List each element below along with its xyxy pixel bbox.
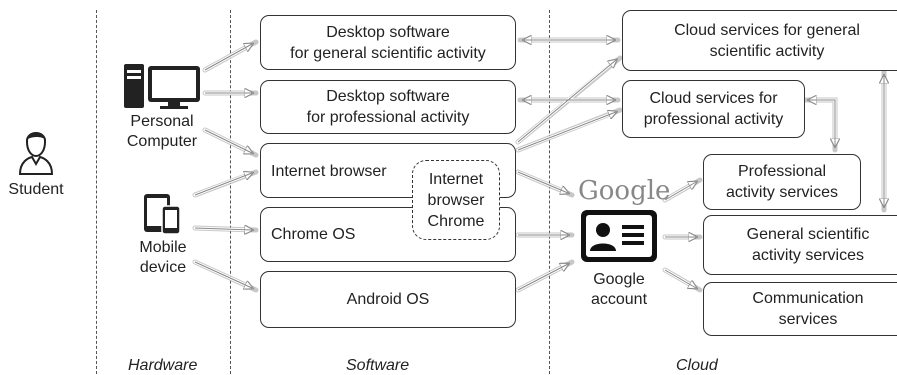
android-os-box: Android OS: [260, 271, 516, 328]
google-logo-text: Google: [578, 176, 671, 206]
professional-activity-services-box: Professional activity services: [703, 154, 861, 210]
google-logo: Google: [578, 176, 671, 206]
internet-browser-label: Internet browser: [271, 163, 387, 180]
divider-hardware-software: [230, 10, 231, 374]
student-icon: [18, 124, 54, 176]
divider-actor-hardware: [96, 10, 97, 374]
divider-software-cloud: [549, 10, 550, 374]
general-scientific-services-box: General scientific activity services: [703, 215, 897, 275]
desktop-software-professional-box: Desktop software for professional activi…: [260, 80, 516, 134]
mobile-device-label: Mobile device: [139, 239, 187, 276]
cloud-professional-box: Cloud services for professional activity: [622, 80, 805, 138]
student-label: Student: [8, 181, 64, 198]
communication-services-box: Communication services: [703, 282, 897, 336]
google-account-label: Google account: [590, 271, 648, 308]
section-label-cloud: Cloud: [676, 357, 718, 374]
cloud-general-box: Cloud services for general scientific ac…: [622, 10, 897, 71]
mobile-devices-icon: [142, 192, 188, 236]
google-account-card-icon: [580, 209, 658, 263]
desktop-software-general-box: Desktop software for general scientific …: [260, 15, 516, 70]
section-label-software: Software: [346, 357, 410, 374]
desktop-computer-icon: [122, 62, 202, 112]
chrome-os-label: Chrome OS: [271, 226, 356, 243]
personal-computer-label: Personal Computer: [126, 113, 198, 150]
section-label-hardware: Hardware: [128, 357, 198, 374]
chrome-browser-box: Internet browser Chrome: [412, 160, 500, 240]
